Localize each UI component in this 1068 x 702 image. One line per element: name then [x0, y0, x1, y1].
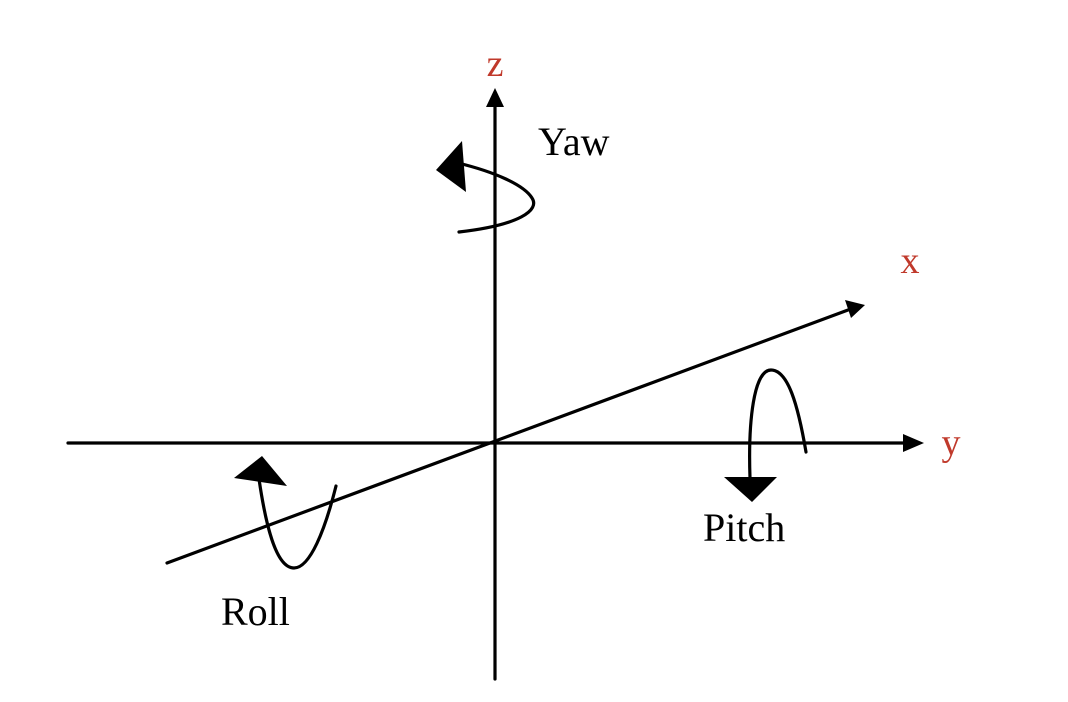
y-axis-arrowhead — [903, 434, 924, 452]
z-axis-label: z — [487, 43, 504, 85]
yaw-rotation-curve — [456, 161, 536, 234]
roll-rotation-curve — [257, 477, 338, 570]
y-axis-label: y — [942, 422, 961, 464]
pitch-rotation-curve — [748, 368, 808, 480]
x-axis-arrowhead — [845, 300, 865, 318]
yaw-label: Yaw — [538, 119, 610, 164]
roll-label: Roll — [221, 589, 290, 634]
x-axis-line — [165, 308, 850, 565]
pitch-rotation-arrowhead — [724, 477, 777, 502]
yaw-rotation-arrowhead — [436, 141, 466, 192]
pitch-label: Pitch — [703, 505, 785, 550]
z-axis-arrowhead — [486, 88, 504, 107]
x-axis-label: x — [901, 240, 920, 282]
roll-rotation-arrowhead — [234, 456, 287, 486]
